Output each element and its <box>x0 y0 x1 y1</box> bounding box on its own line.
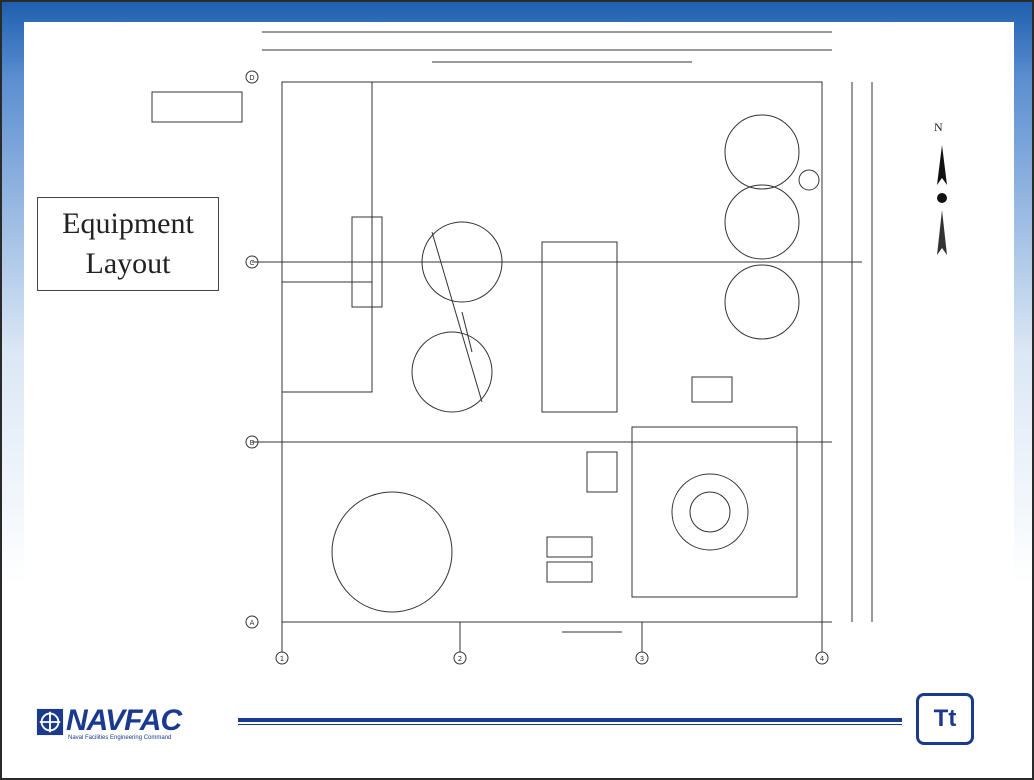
grid-row-b: B <box>250 439 255 447</box>
grid-column-bubble <box>275 651 289 665</box>
tetra-tech-logo: Tt <box>916 693 974 745</box>
grid-row-d: D <box>249 74 254 82</box>
grid-column-4: 4 <box>820 655 825 663</box>
grid-column-1: 1 <box>280 655 284 663</box>
grid-column-2: 2 <box>458 655 462 663</box>
equipment-layout-drawing: 1 2 3 4 D C B A <box>151 31 873 665</box>
slide-title: Equipment Layout <box>37 197 219 291</box>
navfac-logo-text: NAVFAC <box>66 704 182 737</box>
navfac-logo-subtext: Naval Facilities Engineering Command <box>68 735 172 741</box>
north-arrow-icon <box>937 145 947 255</box>
grid-row-a: A <box>250 619 255 627</box>
grid-column-3: 3 <box>640 655 644 663</box>
navfac-logo-icon <box>36 708 64 736</box>
footer-rule-thin <box>238 724 902 725</box>
grid-row-c: C <box>250 259 255 267</box>
slide-content-area <box>24 22 1014 762</box>
north-label: N <box>934 120 943 134</box>
footer-rule <box>238 718 902 722</box>
